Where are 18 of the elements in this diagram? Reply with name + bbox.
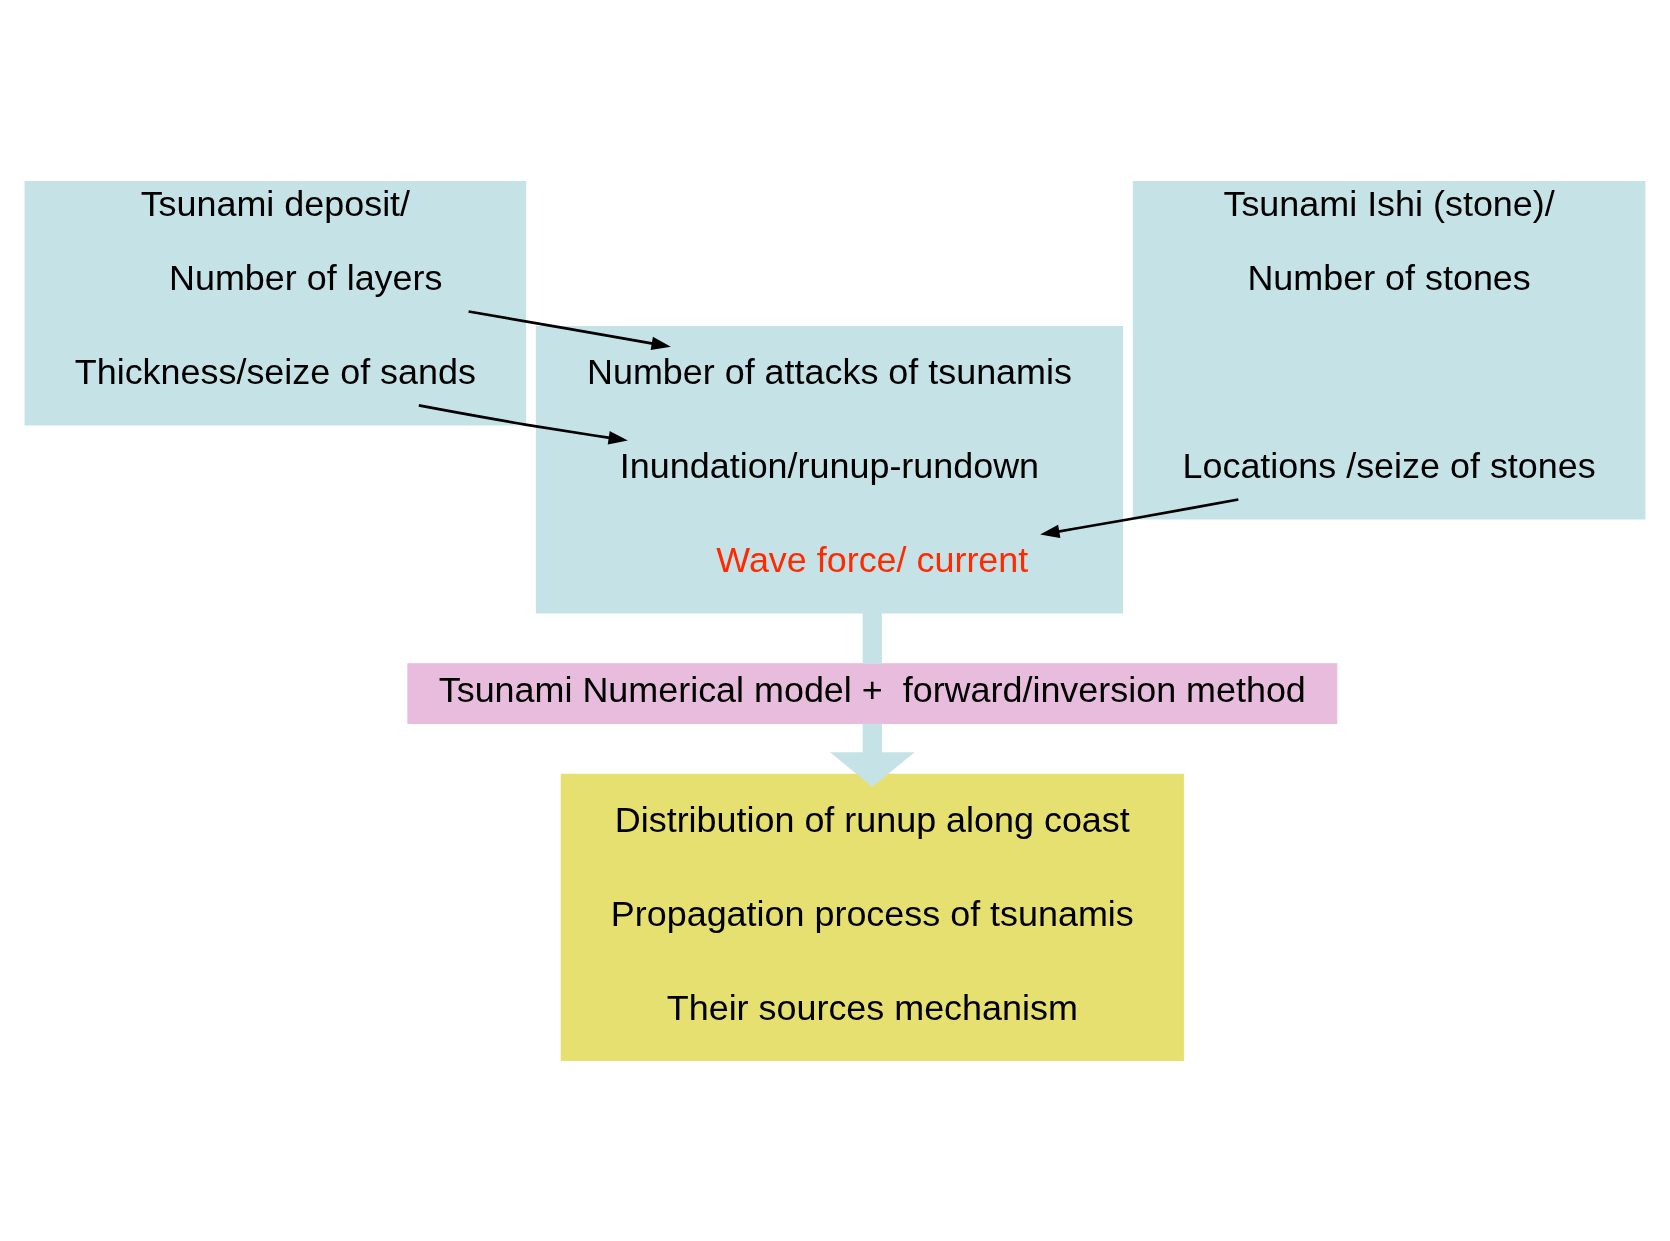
arrow [468, 309, 671, 350]
node-text: Thickness/seize of sands [74, 350, 476, 392]
arrow [1040, 497, 1239, 538]
arrow [418, 403, 628, 444]
arrow [829, 723, 915, 787]
node-text: Inundation/runup-rundown [619, 444, 1040, 486]
node-text: Number of attacks of tsunamis [587, 350, 1072, 392]
node-text: Number of stones [1247, 256, 1531, 298]
node-text: Their sources mechanism [666, 986, 1078, 1028]
node-text: Number of layers [169, 256, 443, 298]
node-text: Distribution of runup along coast [614, 798, 1130, 840]
node-text: Wave force/ current [716, 538, 1029, 580]
node-text: Propagation process of tsunamis [610, 892, 1134, 934]
node-text: Locations /seize of stones [1182, 444, 1596, 486]
node-box: Tsunami Numerical model + forward/inversion method [407, 662, 1338, 724]
cluster [535, 325, 1124, 613]
connector [862, 612, 882, 663]
cluster [560, 773, 1184, 1061]
